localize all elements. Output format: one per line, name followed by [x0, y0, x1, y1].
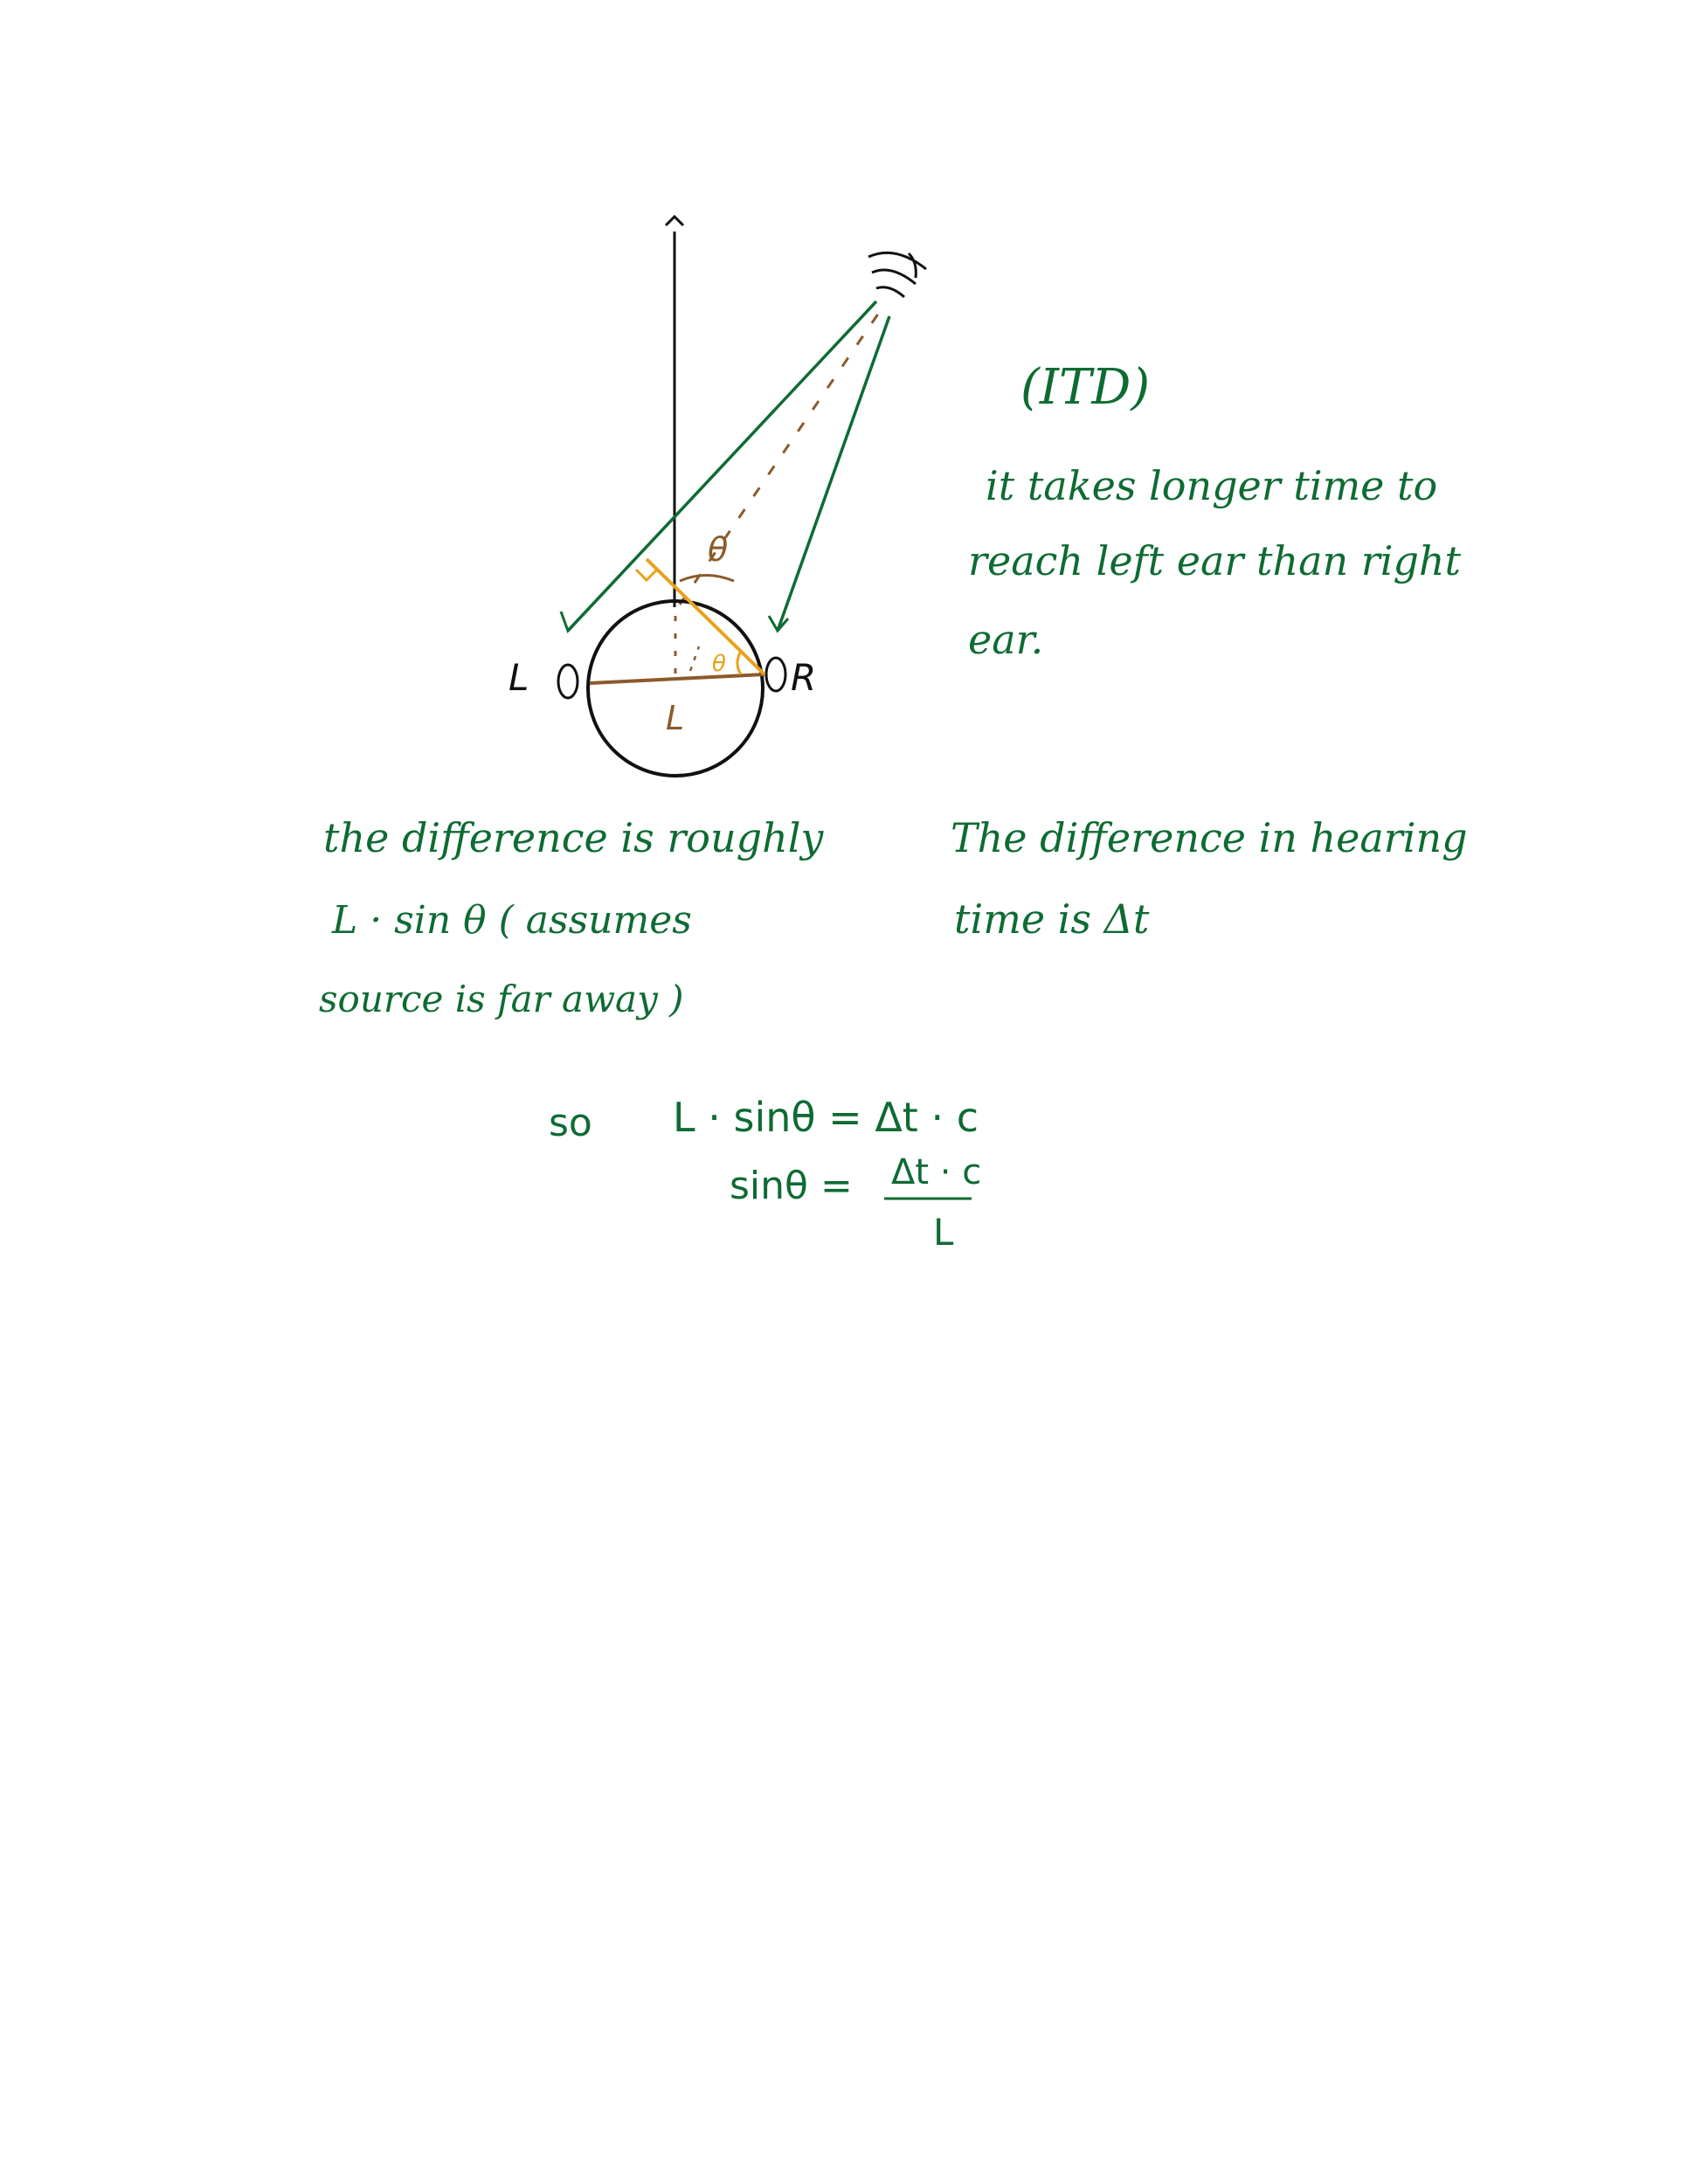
sound-source-icon	[868, 251, 927, 299]
sound-ray-right	[767, 315, 891, 633]
equation-2-numerator: Δt · c	[891, 1152, 981, 1192]
equation-2-lhs: sinθ =	[730, 1164, 853, 1208]
explanation-line-3: ear.	[968, 616, 1043, 663]
so-label: so	[549, 1101, 592, 1145]
equation-1: L · sinθ = Δt · c	[673, 1094, 979, 1141]
right-ear-label: R	[791, 656, 816, 699]
hearing-line-1: The difference in hearing	[951, 814, 1468, 861]
small-dashed-inner	[688, 646, 701, 672]
angle-label-top: θ	[708, 530, 728, 569]
center-to-source-dashed-line	[678, 307, 884, 605]
head-circle	[586, 599, 764, 778]
head-width-line	[589, 673, 765, 685]
left-ear	[557, 663, 579, 700]
itd-label: (ITD)	[1020, 359, 1150, 416]
equation-2-denominator: L	[933, 1211, 954, 1254]
right-angle-marker	[634, 568, 659, 583]
left-ear-label: L	[508, 656, 529, 699]
theta-arc-top	[679, 574, 735, 583]
hearing-line-2: time is Δt	[954, 895, 1150, 943]
head-width-label: L	[666, 699, 684, 737]
right-ear	[764, 656, 787, 693]
difference-line-3: source is far away )	[319, 978, 684, 1020]
explanation-line-1: it takes longer time to	[986, 462, 1437, 509]
difference-line-2: L · sin θ ( assumes	[331, 898, 692, 943]
theta-arc-inner	[736, 650, 743, 675]
angle-label-inner: θ	[712, 651, 726, 677]
wavefront-line	[645, 557, 766, 676]
explanation-line-2: reach left ear than right	[968, 537, 1462, 584]
vertical-axis	[664, 214, 685, 607]
sound-ray-left	[559, 300, 878, 633]
difference-line-1: the difference is roughly	[323, 814, 824, 861]
